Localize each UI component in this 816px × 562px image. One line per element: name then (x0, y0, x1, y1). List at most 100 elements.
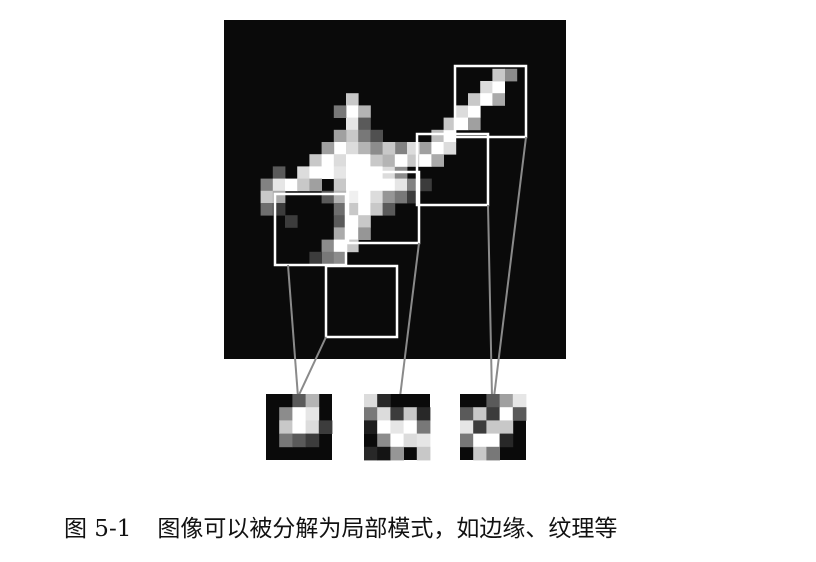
patch-pixel (416, 446, 431, 461)
patch-pixel (499, 433, 514, 448)
patch-pixel (377, 420, 391, 434)
patch-pixel (390, 446, 404, 461)
digit-pixel (394, 142, 408, 155)
patch-pixel (305, 394, 320, 408)
patch-pixel (486, 446, 500, 461)
patch-pixel (403, 407, 418, 421)
patch-pixel (364, 446, 378, 461)
connector-line (493, 136, 527, 398)
patch-box-center (346, 170, 421, 245)
patch-pixel (473, 420, 487, 434)
patch-pixel (279, 407, 293, 421)
digit-pixel (321, 142, 335, 155)
digit-pixels (260, 68, 518, 265)
patch-pixel (364, 420, 378, 434)
patch-pixel (292, 433, 306, 448)
patch-box-middle-right (415, 132, 490, 207)
digit-pixel (382, 154, 396, 167)
digit-pixel (346, 129, 359, 143)
patch-boxes (273, 64, 528, 339)
digit-pixel (358, 142, 371, 155)
digit-pixel (321, 251, 335, 265)
extracted-patch-1 (266, 394, 333, 460)
digit-pixel (394, 190, 408, 204)
digit-pixel (333, 203, 347, 216)
digit-pixel (419, 142, 432, 155)
patch-pixel (499, 407, 514, 421)
patch-pixel (292, 407, 306, 421)
digit-pixel (321, 154, 335, 167)
patch-pixel (279, 433, 293, 448)
digit-pixel (492, 81, 505, 94)
patch-pixel (390, 420, 404, 434)
digit-pixel (468, 105, 481, 118)
digit-pixel (358, 154, 371, 167)
digit-pixel (370, 203, 383, 216)
patch-pixel (512, 394, 527, 408)
patch-pixel (473, 433, 487, 448)
extracted-patches (266, 394, 527, 461)
digit-pixel (370, 142, 383, 155)
digit-pixel (468, 93, 481, 106)
digit-pixel (309, 166, 322, 179)
patch-pixel (486, 407, 500, 421)
digit-pixel (504, 68, 518, 82)
connector-lines (287, 136, 527, 398)
patch-pixel (279, 420, 293, 434)
digit-pixel (480, 93, 493, 106)
digit-pixel (492, 68, 505, 82)
patch-pixel (292, 394, 306, 408)
digit-pixel (309, 251, 322, 265)
connector-line (297, 336, 327, 398)
digit-pixel (285, 215, 298, 228)
digit-pixel (346, 154, 359, 167)
patch-pixel (377, 394, 391, 408)
patch-pixel (473, 446, 487, 461)
patch-pixel (460, 420, 474, 434)
digit-pixel (431, 154, 444, 167)
patch-pixel (416, 407, 431, 421)
patch-pixel (305, 420, 320, 434)
digit-pixel (333, 166, 347, 179)
digit-pixel (468, 117, 481, 131)
patch-pixel (292, 420, 306, 434)
patch-box-top-right (453, 64, 528, 139)
digit-pixel (260, 190, 274, 204)
digit-pixel (333, 142, 347, 155)
digit-pixel (260, 203, 274, 216)
digit-pixel (492, 93, 505, 106)
digit-pixel (333, 227, 347, 240)
patch-pixel (305, 433, 320, 448)
digit-pixel (431, 129, 444, 143)
digit-pixel (419, 154, 432, 167)
digit-pixel (382, 190, 396, 204)
connector-line (399, 242, 420, 398)
patch-pixel (416, 420, 431, 434)
digit-pixel (333, 239, 347, 253)
digit-pixel (455, 105, 469, 118)
connector-line (287, 264, 299, 398)
patch-pixel (486, 433, 500, 448)
patch-pixel (512, 407, 527, 421)
patch-pixel (416, 433, 431, 448)
digit-pixel (358, 105, 371, 118)
digit-pixel (346, 105, 359, 118)
digit-pixel (419, 178, 432, 192)
digit-pixel (333, 154, 347, 167)
patch-pixel (403, 420, 418, 434)
digit-pixel (346, 93, 359, 106)
patch-pixel (460, 433, 474, 448)
digit-pixel (333, 129, 347, 143)
patch-pixel (318, 420, 333, 434)
patch-pixel (364, 394, 378, 408)
digit-pixel (358, 178, 371, 192)
digit-pixel (285, 178, 298, 192)
digit-pixel (297, 166, 310, 179)
digit-pixel (346, 117, 359, 131)
digit-pixel (394, 178, 408, 192)
digit-pixel (346, 142, 359, 155)
patch-pixel (499, 394, 514, 408)
digit-pixel (309, 154, 322, 167)
digit-pixel (333, 178, 347, 192)
digit-pixel (394, 154, 408, 167)
